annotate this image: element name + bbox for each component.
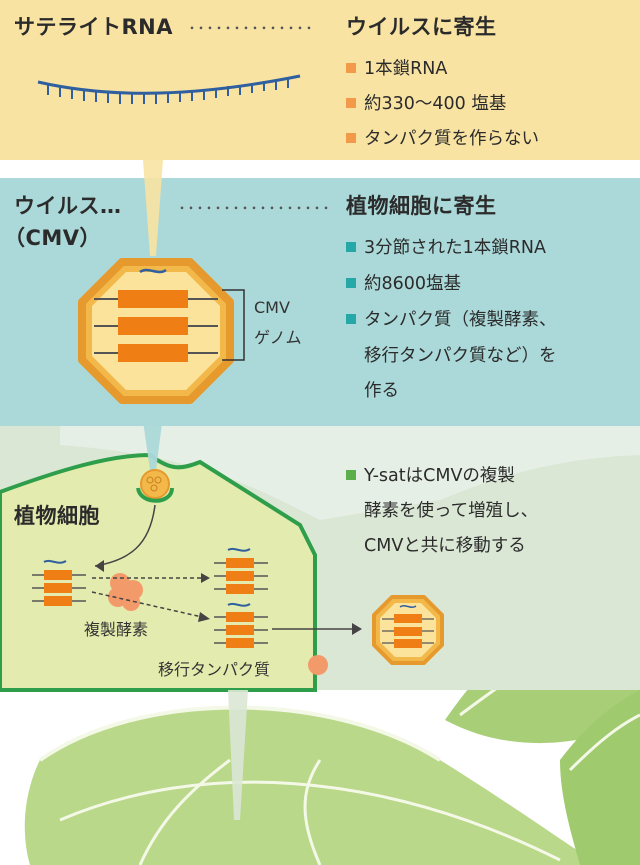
satellite-bullet-1: 1本鎖RNA (346, 55, 447, 80)
plant-note-line1: Y-satはCMVの複製 (346, 462, 515, 487)
cmv-genome-label-line1: CMV (254, 298, 290, 317)
satellite-rna-strand (37, 74, 301, 104)
dotted-leader: ･･････････････ (188, 19, 315, 38)
dotted-leader: ･････････････････ (178, 199, 332, 218)
cmv-virion-large (78, 258, 234, 404)
genome-replicating (32, 559, 86, 606)
replicase-blob (108, 573, 143, 611)
virus-title-line2: （CMV） (4, 226, 102, 250)
virion-entering-cell (136, 469, 174, 503)
virus-bullet-1: 3分節された1本鎖RNA (346, 234, 546, 259)
pointer-virus (140, 400, 165, 470)
cmv-genome-segments (94, 290, 218, 362)
pointer-plant (228, 690, 248, 820)
movement-protein-dot (308, 655, 328, 675)
pointer-satellite (143, 160, 163, 256)
cmv-virion-small (372, 595, 444, 665)
plant-note-line3: CMVと共に移動する (364, 536, 526, 556)
satellite-bullet-3: タンパク質を作らない (346, 125, 539, 150)
genome-copy-upper (214, 547, 268, 594)
satellite-parasite-label: ウイルスに寄生 (346, 15, 497, 39)
movement-protein-label: 移行タンパク質 (158, 660, 271, 679)
virus-bullet-2: 約8600塩基 (346, 270, 461, 295)
satellite-bullet-2: 約330〜400 塩基 (346, 90, 506, 115)
plant-note-line2: 酵素を使って増殖し、 (364, 501, 539, 521)
satellite-panel (0, 0, 640, 160)
genome-bracket (222, 289, 245, 361)
cmv-genome-label-line2: ゲノム (254, 328, 302, 347)
virus-bullet-3-line1: タンパク質（複製酵素、 (346, 306, 557, 331)
virus-parasite-label: 植物細胞に寄生 (346, 194, 497, 218)
virus-bullet-3-line3: 作る (364, 381, 399, 401)
replicase-label: 複製酵素 (84, 620, 149, 639)
satellite-title: サテライトRNA (14, 15, 173, 39)
virus-bullet-3-line2: 移行タンパク質など）を (364, 346, 557, 366)
plant-cell-title: 植物細胞 (14, 504, 100, 528)
genome-copy-lower (214, 602, 268, 648)
virus-title-line1: ウイルス… (14, 194, 122, 218)
